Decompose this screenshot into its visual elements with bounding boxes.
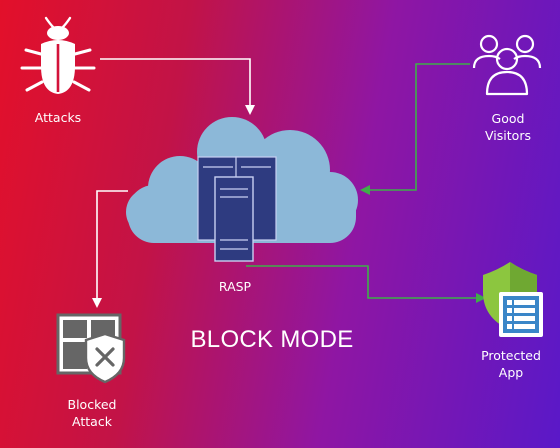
blocked-firewall-icon <box>56 313 126 384</box>
edge-good-visitors-to-rasp <box>360 63 470 195</box>
shield-app-icon <box>483 262 543 337</box>
attacks-label: Attacks <box>34 110 82 125</box>
edge-attacks-to-rasp <box>100 58 255 115</box>
edge-rasp-to-protected-app <box>246 265 486 303</box>
protected-app-label: Protected App <box>481 348 541 380</box>
edge-rasp-to-blocked-attack <box>92 190 128 308</box>
bug-icon <box>20 16 96 94</box>
rasp-label: RASP <box>218 279 252 294</box>
diagram-title: BLOCK MODE <box>190 326 354 353</box>
server-cloud-icon <box>197 156 277 262</box>
good-visitors-label: Good Visitors <box>485 111 531 143</box>
users-group-icon <box>472 34 542 96</box>
blocked-attack-label: Blocked Attack <box>67 397 117 429</box>
